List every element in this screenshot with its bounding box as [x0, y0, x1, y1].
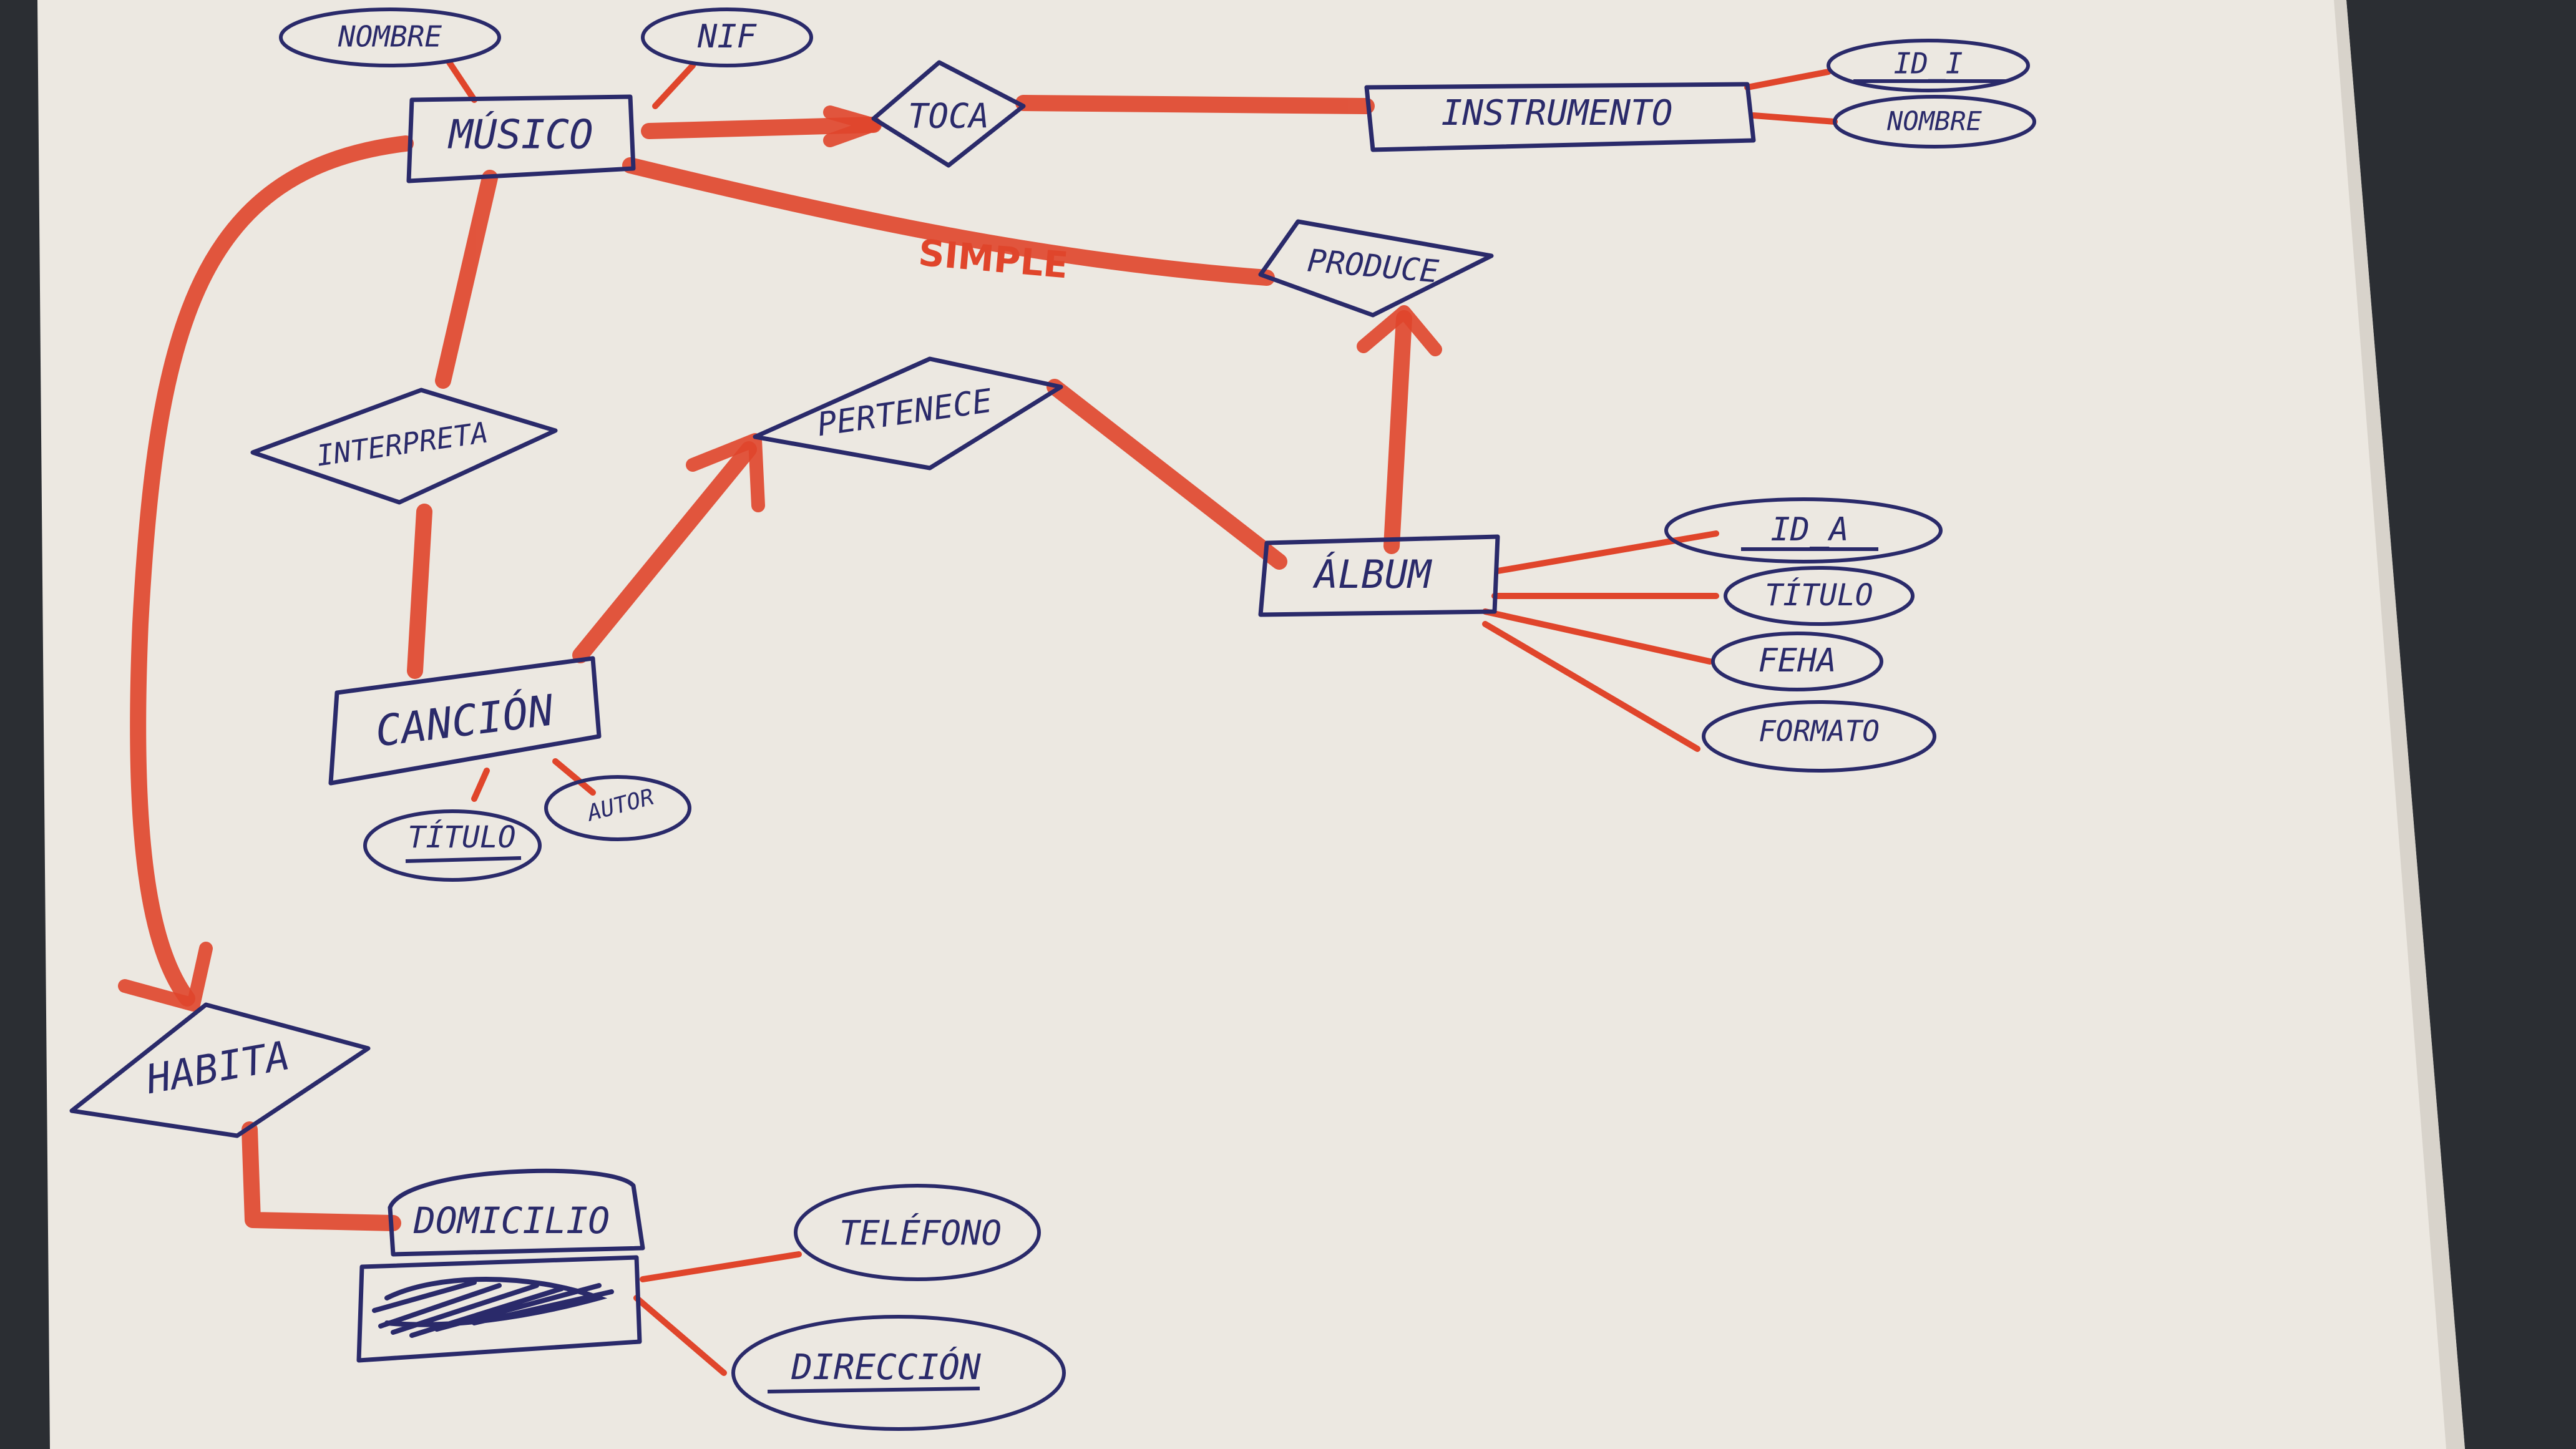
relationship-pertenece-diamond	[753, 356, 1063, 471]
line-habita-domicilio	[242, 1121, 401, 1231]
attr-line-nombre	[446, 59, 477, 103]
relationship-habita-diamond	[69, 1002, 371, 1138]
relationship-produce-diamond	[1258, 219, 1494, 318]
relationships	[69, 60, 1494, 1138]
attr-album-formato-label: FORMATO	[1759, 715, 1880, 748]
scribble-lines	[372, 1277, 614, 1338]
line-pertenece-album	[1046, 379, 1287, 570]
attr-domicilio-telefono-label: TELÉFONO	[839, 1214, 1002, 1253]
underline-direccion	[767, 1387, 980, 1393]
relationship-toca-label: TOCA	[908, 97, 989, 136]
connector-lines	[130, 95, 1412, 1231]
attr-line-nif	[652, 62, 696, 109]
attr-musico-nif-oval	[641, 7, 813, 67]
attr-cancion-titulo-label: TÍTULO	[407, 819, 515, 855]
attr-album-titulo-label: TÍTULO	[1765, 577, 1873, 613]
attr-album-id-label: ID_A	[1770, 511, 1848, 549]
entity-domicilio-label: DOMICILIO	[413, 1199, 610, 1242]
attr-domicilio-telefono-oval	[794, 1184, 1041, 1281]
attr-album-fecha-label: FEHA	[1758, 642, 1836, 680]
line-interpreta-cancion	[407, 504, 432, 679]
arrowhead-produce	[1357, 305, 1442, 356]
attr-line-telefono	[640, 1251, 802, 1282]
entity-musico-box	[406, 94, 636, 183]
attr-album-fecha-oval	[1711, 632, 1883, 691]
paper-shadow-edge	[2334, 0, 2465, 1449]
entity-musico-label: MÚSICO	[447, 111, 593, 159]
entity-cancion-box	[328, 656, 602, 786]
attr-instrumento-id-label: ID_I	[1894, 47, 1963, 80]
attr-line-id-a	[1495, 530, 1719, 574]
attr-line-titulo-c	[471, 768, 490, 802]
line-musico-toca	[641, 117, 882, 139]
attr-musico-nombre-oval	[279, 7, 501, 67]
entity-instrumento-box	[1364, 82, 1756, 152]
attr-album-id-oval	[1664, 497, 1943, 564]
relationship-interpreta-diamond	[250, 388, 558, 505]
entity-album-box	[1258, 534, 1500, 617]
attr-domicilio-direccion-label: DIRECCIÓN	[791, 1347, 981, 1388]
attr-musico-nombre-label: NOMBRE	[338, 20, 442, 54]
arrowhead-pertenece	[686, 433, 765, 512]
line-musico-produce	[622, 157, 1275, 286]
attr-line-fecha	[1482, 608, 1713, 665]
entity-instrumento-label: INSTRUMENTO	[1442, 93, 1673, 134]
arrowhead-habita	[118, 942, 213, 1012]
crossed-out-scribble	[372, 1277, 614, 1338]
line-toca-instrumento	[1015, 95, 1375, 114]
entities	[328, 82, 1756, 1363]
entity-domicilio-top	[388, 1168, 645, 1257]
attr-instrumento-nombre-oval	[1833, 95, 2036, 149]
underline-titulo-c	[405, 856, 522, 863]
entity-album-label: ÁLBUM	[1312, 552, 1433, 597]
attr-line-formato	[1482, 621, 1700, 752]
attribute-lines	[446, 59, 1838, 1376]
attr-line-id-i	[1744, 69, 1832, 90]
attr-line-nombre-i	[1750, 112, 1838, 125]
attr-instrumento-id-oval	[1827, 39, 2030, 92]
attr-musico-nif-label: NIF	[697, 18, 758, 56]
line-cancion-pertenece	[572, 441, 757, 663]
relationship-toca-diamond	[871, 60, 1026, 168]
attr-album-titulo-oval	[1724, 566, 1915, 626]
line-musico-habita	[130, 135, 414, 1007]
arrowheads	[118, 105, 1442, 1012]
attr-domicilio-direccion-oval	[731, 1315, 1066, 1431]
attr-instrumento-nombre-label: NOMBRE	[1886, 106, 1982, 137]
attr-line-autor	[552, 758, 596, 796]
attr-line-direccion	[633, 1295, 727, 1376]
arrowhead-toca	[823, 105, 881, 147]
line-album-produce	[1383, 310, 1412, 554]
key-underlines	[405, 79, 2006, 1393]
paper-sheet	[37, 0, 2465, 1449]
entity-domicilio-box	[356, 1255, 642, 1363]
attr-album-formato-oval	[1702, 700, 1936, 773]
attr-cancion-autor-oval	[544, 775, 691, 841]
line-musico-interpreta	[435, 170, 498, 389]
attr-cancion-titulo-oval	[363, 809, 542, 882]
attributes	[279, 7, 2036, 1431]
